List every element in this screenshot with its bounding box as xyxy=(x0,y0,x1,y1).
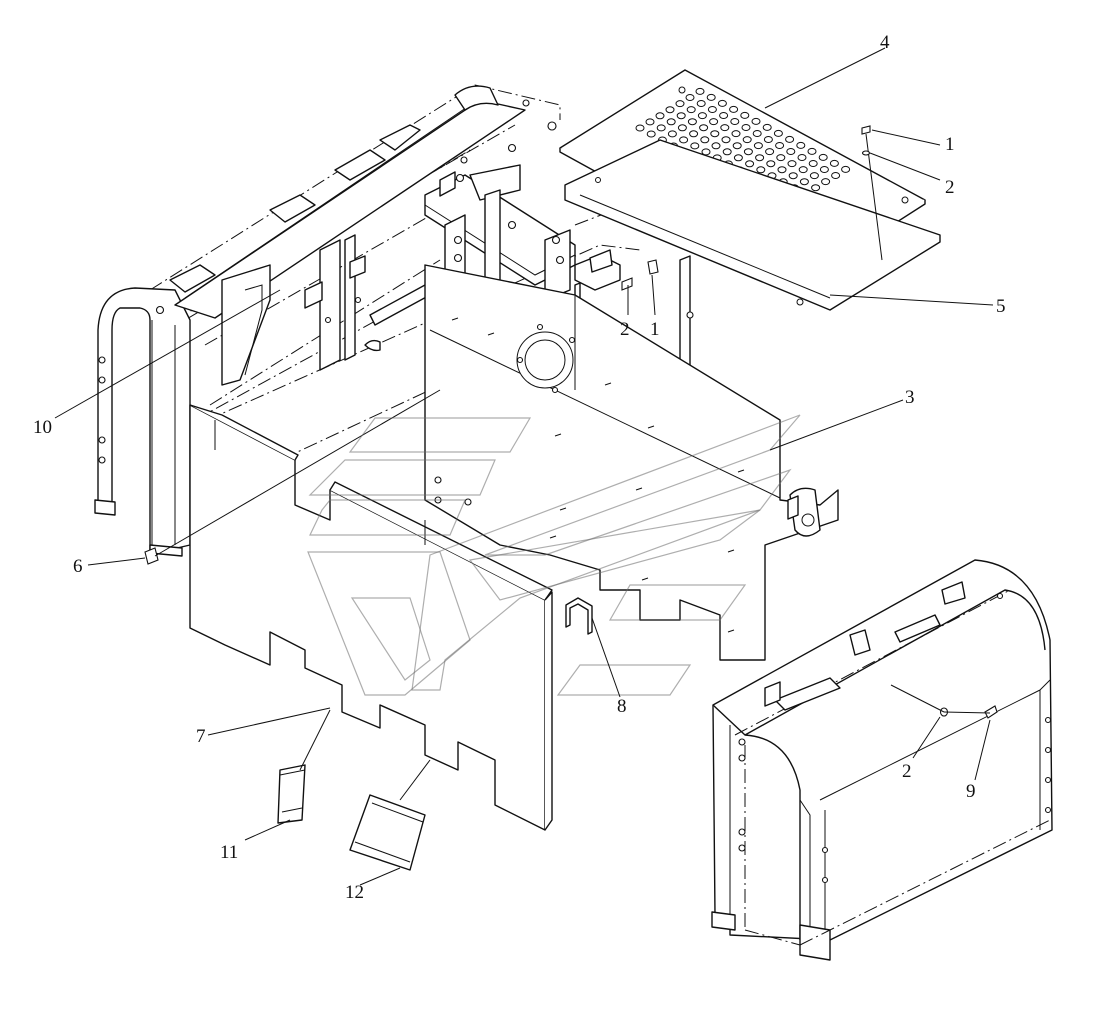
perforation-hole xyxy=(809,172,819,180)
perforation-hole xyxy=(685,94,695,101)
perforation-hole xyxy=(799,178,809,186)
perforation-hole xyxy=(829,159,839,167)
perforation-hole xyxy=(731,130,741,138)
perforation-hole xyxy=(752,130,762,137)
perforation-hole xyxy=(807,147,817,155)
perforation-hole xyxy=(696,100,706,107)
left-plate xyxy=(221,264,271,386)
perforation-hole xyxy=(706,93,716,101)
perforation-hole xyxy=(699,124,709,132)
perforation-hole xyxy=(646,130,656,138)
perforation-hole xyxy=(689,130,699,138)
perforation-hole xyxy=(655,112,665,120)
perforation-hole xyxy=(811,184,821,192)
perforation-hole xyxy=(740,111,750,119)
perforation-hole xyxy=(679,136,689,144)
perforation-hole xyxy=(773,129,783,137)
perforation-hole xyxy=(841,165,851,173)
small-bracket xyxy=(565,597,593,635)
perforation-hole xyxy=(733,154,743,162)
perforation-hole xyxy=(766,160,776,168)
perforation-hole xyxy=(710,130,720,138)
perforation-hole xyxy=(798,166,808,174)
perforation-hole xyxy=(753,142,763,150)
perforation-hole xyxy=(711,142,721,150)
perforation-hole xyxy=(720,124,730,132)
watermark-logo xyxy=(307,414,801,696)
perforation-hole xyxy=(796,141,806,149)
perforation-hole xyxy=(755,154,765,162)
perforation-hole xyxy=(690,142,700,150)
perforation-hole xyxy=(821,178,831,186)
pad-11 xyxy=(277,764,306,824)
perforation-hole xyxy=(666,118,676,126)
callout-labels: 4 1 2 2 1 5 3 10 6 7 8 2 9 11 12 xyxy=(33,32,1006,903)
perforation-hole xyxy=(788,172,798,180)
callout-11: 11 xyxy=(220,842,238,863)
perforation-hole xyxy=(762,123,772,131)
perforation-hole xyxy=(831,172,841,179)
perforation-hole xyxy=(695,87,705,95)
callout-1: 1 xyxy=(945,134,955,155)
perforation-hole xyxy=(687,118,697,126)
perforation-hole xyxy=(719,112,729,119)
callout-4: 4 xyxy=(880,32,890,53)
perforation-hole xyxy=(819,166,829,173)
perforation-hole xyxy=(645,118,655,126)
perforation-hole xyxy=(763,136,773,143)
callout-5: 5 xyxy=(996,296,1006,317)
perforation-hole xyxy=(729,105,739,113)
callout-2: 2 xyxy=(945,177,955,198)
callout-6: 6 xyxy=(73,556,83,577)
right-side-frame xyxy=(711,559,1053,961)
perforation-hole xyxy=(686,106,696,114)
callout-3: 3 xyxy=(905,387,915,408)
perforation-hole xyxy=(808,160,818,167)
perforation-hole xyxy=(722,148,732,156)
callout-2: 2 xyxy=(620,319,630,340)
callout-1: 1 xyxy=(650,319,660,340)
callout-8: 8 xyxy=(617,696,627,717)
perforation-hole xyxy=(756,166,766,174)
perforation-hole xyxy=(709,118,719,126)
perforation-hole xyxy=(676,112,686,120)
perforation-hole xyxy=(776,154,786,162)
callout-10: 10 xyxy=(33,417,52,438)
perforation-hole xyxy=(797,154,807,161)
perforation-hole xyxy=(700,136,710,144)
perforation-hole xyxy=(665,106,675,114)
inner-panel xyxy=(424,264,839,661)
perforation-hole xyxy=(745,160,755,168)
perforation-hole xyxy=(743,148,753,156)
perforation-hole xyxy=(730,118,740,125)
perforation-hole xyxy=(667,130,677,138)
perforation-hole xyxy=(635,124,645,132)
top-panel xyxy=(564,139,941,311)
perforation-hole xyxy=(751,117,761,125)
perforation-hole xyxy=(677,124,687,132)
pad-12 xyxy=(349,794,426,871)
perforation-hole xyxy=(697,112,707,120)
perforation-hole xyxy=(717,99,727,107)
leader-lines xyxy=(54,47,994,886)
perforation-hole xyxy=(765,148,775,156)
perforation-hole xyxy=(787,160,797,168)
perforation-hole xyxy=(786,148,796,155)
callout-2: 2 xyxy=(902,761,912,782)
perforation-hole xyxy=(775,142,785,149)
perforation-hole xyxy=(707,106,717,113)
perforation-hole xyxy=(785,135,795,143)
perforation-hole xyxy=(777,166,787,174)
callout-12: 12 xyxy=(345,882,364,903)
perforation-hole xyxy=(721,136,731,144)
callout-7: 7 xyxy=(196,726,206,747)
perforation-hole xyxy=(732,142,742,150)
perforation-hole xyxy=(742,136,752,144)
callout-9: 9 xyxy=(966,781,976,802)
perforation-hole xyxy=(675,100,685,108)
perforation-hole xyxy=(741,124,751,131)
perforation-hole xyxy=(818,153,828,161)
perforation-hole xyxy=(656,124,666,132)
